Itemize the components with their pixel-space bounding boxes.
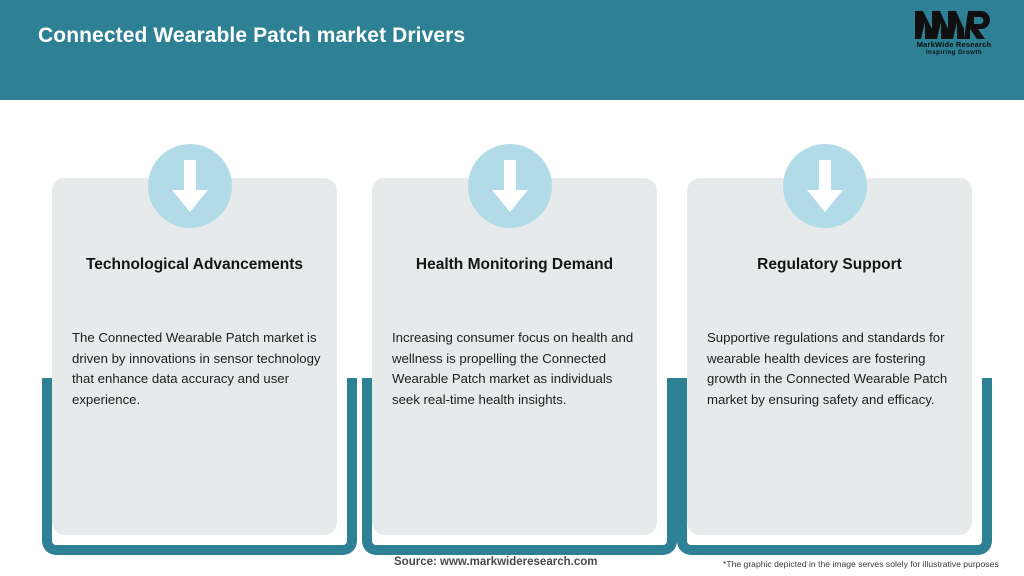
card-panel: Health Monitoring Demand Increasing cons… <box>372 178 657 535</box>
driver-card[interactable]: Regulatory Support Supportive regulation… <box>677 100 992 555</box>
arrow-down-icon <box>783 144 867 228</box>
page-title: Connected Wearable Patch market Drivers <box>38 24 466 47</box>
disclaimer-label: *The graphic depicted in the image serve… <box>723 559 999 569</box>
logo-mark-icon <box>902 10 1006 40</box>
logo-company-name: MarkWide Research <box>916 40 992 49</box>
card-heading: Regulatory Support <box>757 256 902 273</box>
card-accent-frame <box>362 378 677 555</box>
card-accent-frame <box>677 378 992 555</box>
brand-logo: MarkWide Research Inspiring Growth <box>902 10 1006 62</box>
arrow-down-icon <box>468 144 552 228</box>
drivers-card-list: Technological Advancements The Connected… <box>0 100 1024 555</box>
logo-tagline: Inspiring Growth <box>926 50 982 56</box>
card-heading: Technological Advancements <box>85 256 304 273</box>
card-body-text: Increasing consumer focus on health and … <box>392 330 634 407</box>
card-heading: Health Monitoring Demand <box>415 256 614 273</box>
header-bar: Connected Wearable Patch market Drivers … <box>0 0 1024 100</box>
card-body-text: Supportive regulations and standards for… <box>707 330 948 407</box>
arrow-down-icon <box>148 144 232 228</box>
card-panel: Regulatory Support Supportive regulation… <box>687 178 972 535</box>
card-body-text: The Connected Wearable Patch market is d… <box>72 330 321 407</box>
source-label: Source: www.markwideresearch.com <box>394 556 598 568</box>
card-accent-frame <box>42 378 357 555</box>
card-panel: Technological Advancements The Connected… <box>52 178 337 535</box>
driver-card[interactable]: Health Monitoring Demand Increasing cons… <box>362 100 677 555</box>
driver-card[interactable]: Technological Advancements The Connected… <box>42 100 357 555</box>
